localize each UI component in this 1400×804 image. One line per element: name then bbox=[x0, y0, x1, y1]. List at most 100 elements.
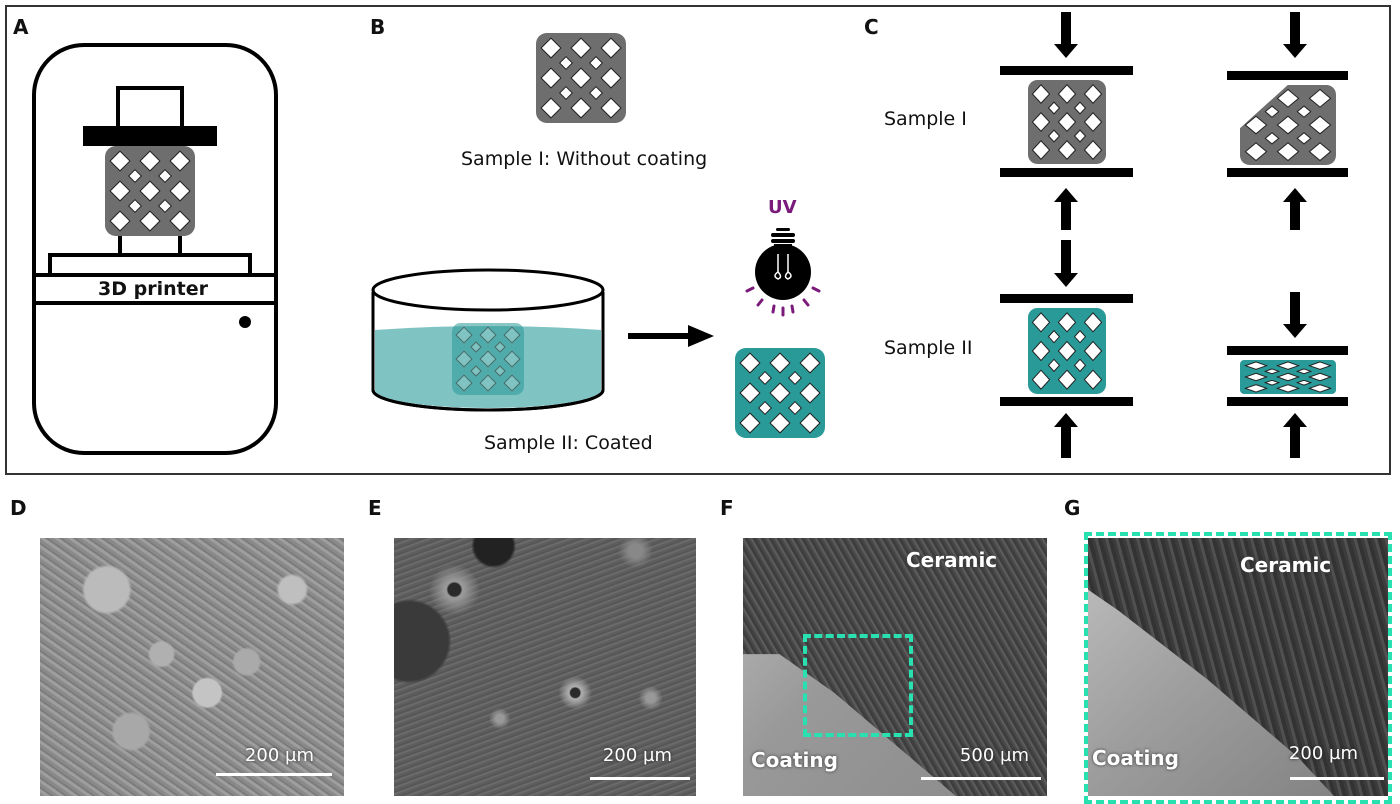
lattice-pore bbox=[1244, 142, 1268, 162]
force-arrow-head bbox=[1283, 188, 1307, 202]
lattice-pore bbox=[1243, 361, 1269, 370]
force-arrow bbox=[1061, 425, 1071, 458]
compression-test-diagram bbox=[1000, 12, 1348, 458]
lattice-pore bbox=[1243, 372, 1269, 382]
lattice-pore bbox=[1307, 384, 1333, 393]
lattice-pore bbox=[739, 352, 761, 374]
lattice-pore bbox=[1057, 312, 1077, 333]
lattice-pore bbox=[157, 198, 173, 214]
sem-image-interface-detail: Ceramic Coating 200 µm bbox=[1088, 538, 1388, 796]
lattice-pore bbox=[1083, 340, 1103, 362]
panel-label-e: E bbox=[368, 496, 382, 520]
lattice-pore bbox=[1057, 112, 1077, 132]
zoom-region-indicator bbox=[803, 634, 913, 737]
lattice-immersed bbox=[452, 323, 524, 395]
lattice-pore bbox=[1083, 312, 1103, 333]
force-arrow-head bbox=[1054, 273, 1078, 287]
panel-label-d: D bbox=[10, 496, 27, 520]
panel-label-f: F bbox=[720, 496, 734, 520]
lattice-pore bbox=[558, 55, 574, 71]
lattice-pore bbox=[600, 97, 622, 119]
lattice-pore bbox=[1276, 88, 1300, 108]
lattice-pore bbox=[1264, 132, 1280, 145]
lattice-pore bbox=[169, 180, 191, 202]
force-arrow bbox=[1290, 200, 1300, 230]
lattice-pore bbox=[1083, 84, 1103, 104]
lattice-pore bbox=[1031, 312, 1051, 333]
lattice-pore bbox=[757, 400, 773, 416]
lattice-pore bbox=[1307, 361, 1333, 370]
lattice-pore bbox=[769, 352, 791, 374]
scale-bar bbox=[590, 777, 690, 780]
lattice-pore bbox=[109, 150, 131, 172]
lattice-pore bbox=[1276, 142, 1300, 162]
lattice-pore bbox=[1057, 84, 1077, 104]
force-arrow-head bbox=[1283, 324, 1307, 338]
lattice-pore bbox=[169, 150, 191, 172]
lattice-pore bbox=[1057, 340, 1077, 362]
force-arrow-head bbox=[1054, 413, 1078, 427]
lattice-pore bbox=[769, 382, 791, 404]
lattice-pore bbox=[1031, 112, 1051, 132]
force-arrow bbox=[1290, 292, 1300, 326]
lattice-pore bbox=[769, 412, 791, 434]
lattice-pore bbox=[1264, 105, 1280, 118]
uv-label: UV bbox=[768, 197, 797, 218]
sample1-caption: Sample I: Without coating bbox=[461, 148, 708, 170]
lattice-pore bbox=[1244, 115, 1268, 135]
lattice-pore bbox=[139, 210, 161, 232]
lattice-pore bbox=[109, 210, 131, 232]
lattice-pore bbox=[470, 365, 482, 377]
force-arrow bbox=[1290, 425, 1300, 458]
lattice-pore bbox=[588, 55, 604, 71]
lattice-pore bbox=[1308, 115, 1332, 135]
force-arrow bbox=[1061, 200, 1071, 230]
sem-image-uncoated: 200 µm bbox=[40, 538, 344, 796]
lattice-pore bbox=[1308, 142, 1332, 162]
region-label-coating: Coating bbox=[1092, 746, 1179, 770]
lattice-pore bbox=[503, 326, 521, 344]
lattice-pore bbox=[1031, 340, 1051, 362]
region-label-coating: Coating bbox=[751, 748, 838, 772]
scale-label: 200 µm bbox=[602, 745, 672, 766]
lattice-pore bbox=[157, 168, 173, 184]
lattice-pore bbox=[570, 37, 592, 59]
force-arrow bbox=[1061, 240, 1071, 275]
lattice-pore bbox=[540, 37, 562, 59]
lattice-pore bbox=[139, 150, 161, 172]
printer-power-dot bbox=[239, 316, 251, 328]
lattice-pore bbox=[470, 341, 482, 353]
printer-diagram bbox=[32, 43, 278, 455]
lattice-pore bbox=[109, 180, 131, 202]
lattice-pore bbox=[455, 350, 473, 368]
scale-label: 500 µm bbox=[959, 745, 1029, 766]
compression-plates bbox=[1000, 66, 1348, 406]
region-label-ceramic: Ceramic bbox=[1240, 553, 1332, 577]
top-panel-frame bbox=[5, 5, 1391, 475]
lattice-pore bbox=[479, 374, 497, 392]
lattice-pore bbox=[1073, 329, 1087, 344]
lattice-pore bbox=[1057, 369, 1077, 390]
sem-image-cross-section: Ceramic Coating 500 µm bbox=[743, 538, 1047, 796]
row-label-sample-1: Sample I bbox=[884, 108, 967, 130]
lattice-pore bbox=[1275, 361, 1301, 370]
lattice-pore bbox=[1295, 379, 1313, 386]
lattice-pore bbox=[1296, 105, 1312, 118]
lattice-pore bbox=[494, 341, 506, 353]
lattice-pore bbox=[1047, 358, 1061, 373]
printer-label: 3D printer bbox=[98, 278, 208, 300]
lattice-pore bbox=[127, 198, 143, 214]
uv-bulb-icon bbox=[745, 228, 821, 317]
printer-body bbox=[32, 43, 278, 455]
lattice-coated bbox=[735, 348, 825, 438]
lattice-pore bbox=[479, 350, 497, 368]
lattice-pore bbox=[455, 326, 473, 344]
lattice-pore bbox=[494, 365, 506, 377]
lattice-pore bbox=[1263, 368, 1281, 375]
panel-label-a: A bbox=[13, 15, 29, 39]
lattice-pore bbox=[1073, 101, 1087, 115]
lattice-sample-1 bbox=[536, 33, 626, 123]
fracture-gap bbox=[1238, 83, 1290, 130]
build-plate bbox=[83, 126, 217, 146]
lattice-pore bbox=[127, 168, 143, 184]
